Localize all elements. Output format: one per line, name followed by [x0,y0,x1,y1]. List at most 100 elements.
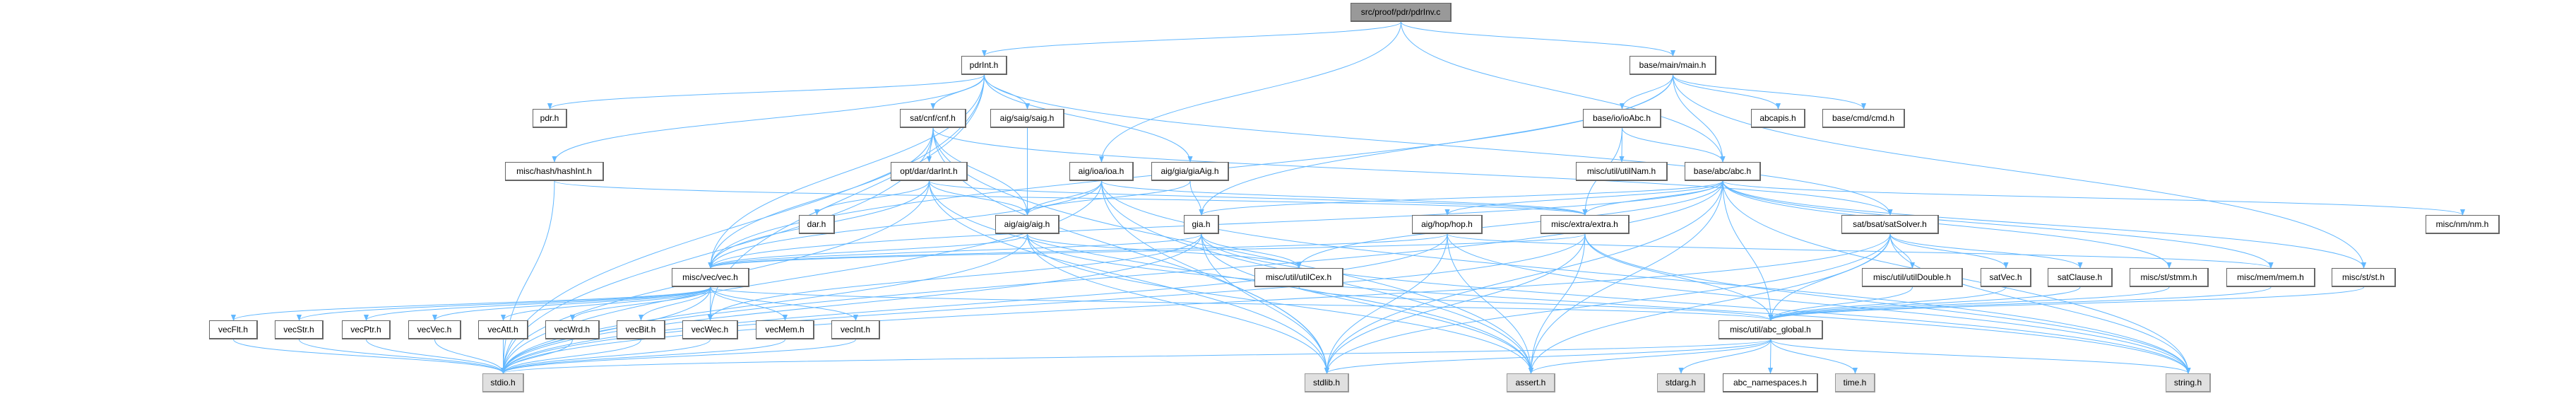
node-saig[interactable]: aig/saig/saig.h [990,109,1064,128]
edge-vec-to-vecAtt [501,286,711,321]
edge-vecInt-to-stdio [501,339,856,374]
edge-gia-to-stdio [500,233,1202,374]
edge-abc-to-assert [1528,180,1723,374]
edge-abc-to-stmm [1722,180,2172,269]
edge-giaAig-to-aig [1024,180,1191,216]
node-stdarg[interactable]: stdarg.h [1657,373,1705,392]
node-stmm[interactable]: misc/st/stmm.h [2130,268,2209,287]
node-vecptr[interactable]: vecPtr.h [342,320,391,339]
edge-satSolver-to-string [1889,233,2191,374]
edge-pdrInt-to-pdr [547,74,985,110]
edge-abc-to-extra [1582,180,1723,216]
edge-main-to-ioAbc [1619,74,1673,110]
edge-darInt-to-aig [929,180,1031,216]
node-ioa[interactable]: aig/ioa/ioa.h [1069,162,1134,181]
node-vecbit[interactable]: vecBit.h [617,320,665,339]
node-cmd[interactable]: base/cmd/cmd.h [1822,109,1905,128]
node-main[interactable]: base/main/main.h [1630,56,1716,75]
edge-abc-to-st [1722,180,2366,269]
edge-cnf-to-assert [932,127,1534,374]
node-gia[interactable]: gia.h [1184,215,1219,234]
edge-vec-to-vecWrd [569,286,711,321]
edge-abc-to-abc_global [1722,180,1774,321]
node-utilcex[interactable]: misc/util/utilCex.h [1254,268,1343,287]
node-vecwrd[interactable]: vecWrd.h [545,320,600,339]
edge-main-to-cmd [1673,74,1867,110]
node-ioabc[interactable]: base/io/ioAbc.h [1583,109,1661,128]
edge-main-to-st [1673,74,2367,269]
node-root[interactable]: src/proof/pdr/pdrInv.c [1351,3,1452,22]
edge-abc_global-to-stdarg [1678,339,1771,374]
node-darint[interactable]: opt/dar/darInt.h [891,162,968,181]
edge-satClause-to-abc_global [1768,286,2081,321]
edge-giaAig-to-gia [1189,180,1204,216]
edge-ioa-to-stdlib [1101,180,1330,374]
edge-pdrInt-to-vec [708,74,985,269]
node-satclause[interactable]: satClause.h [2048,268,2113,287]
node-string[interactable]: string.h [2166,373,2211,392]
node-stdlib[interactable]: stdlib.h [1305,373,1349,392]
node-abc-global[interactable]: misc/util/abc_global.h [1719,320,1823,339]
edge-abc-to-utilCex [1296,180,1723,269]
edge-vec-to-abc_global [710,286,1774,321]
node-vecvec[interactable]: vecVec.h [408,320,461,339]
node-satvec[interactable]: satVec.h [1981,268,2031,287]
node-vecatt[interactable]: vecAtt.h [478,320,528,339]
node-nm[interactable]: misc/nm/nm.h [2426,215,2500,234]
node-vecwec[interactable]: vecWec.h [682,320,738,339]
edge-vecWec-to-stdio [500,339,711,374]
node-extra[interactable]: misc/extra/extra.h [1541,215,1630,234]
node-assert[interactable]: assert.h [1507,373,1555,392]
edge-satSolver-to-utilDouble [1889,233,1916,269]
edge-abc_global-to-time [1770,339,1858,374]
node-aig[interactable]: aig/aig/aig.h [995,215,1060,234]
node-time[interactable]: time.h [1835,373,1875,392]
node-mem[interactable]: misc/mem/mem.h [2226,268,2315,287]
node-abcapis[interactable]: abcapis.h [1751,109,1805,128]
edge-abc_global-to-string [1770,339,2191,374]
edge-darInt-to-stdlib [929,180,1330,374]
edge-abc-to-stdlib [1324,180,1723,374]
edge-vecMem-to-stdio [501,339,785,374]
edge-hop-to-string [1447,233,2191,374]
node-stdio[interactable]: stdio.h [482,373,524,392]
node-vec[interactable]: misc/vec/vec.h [672,268,749,287]
edge-utilDouble-to-abc_global [1768,286,1913,321]
node-utilnam[interactable]: misc/util/utilNam.h [1576,162,1668,181]
node-vecflt[interactable]: vecFlt.h [209,320,258,339]
edge-root-to-main [1401,21,1675,57]
edge-extra-to-stdlib [1324,233,1586,374]
edge-vecPtr-to-stdio [366,339,506,374]
edge-vec-to-vecVec [432,286,711,321]
node-abc-namespaces[interactable]: abc_namespaces.h [1723,373,1818,392]
node-dar[interactable]: dar.h [799,215,835,234]
edge-hop-to-vec [708,233,1448,269]
edge-utilCex-to-abc_global [1298,286,1774,321]
node-vecstr[interactable]: vecStr.h [275,320,324,339]
node-hashint[interactable]: misc/hash/hashInt.h [505,162,604,181]
node-utildouble[interactable]: misc/util/utilDouble.h [1862,268,1963,287]
edge-ioAbc-to-abc [1622,127,1726,163]
edge-hop-to-assert [1447,233,1534,374]
node-pdrint[interactable]: pdrInt.h [961,56,1007,75]
edge-aig-to-stdio [500,233,1028,374]
node-satsolver[interactable]: sat/bsat/satSolver.h [1841,215,1939,234]
node-vecmem[interactable]: vecMem.h [756,320,814,339]
node-abc[interactable]: base/abc/abc.h [1685,162,1761,181]
edge-vec-to-vecMem [710,286,788,321]
node-hop[interactable]: aig/hop/hop.h [1412,215,1483,234]
edge-vecFlt-to-stdio [233,339,506,374]
node-cnf[interactable]: sat/cnf/cnf.h [900,109,966,128]
node-vecint[interactable]: vecInt.h [831,320,880,339]
edge-vec-to-stdio [500,286,711,374]
edge-aig-to-assert [1027,233,1534,374]
edge-root-to-abc [1401,21,1726,163]
edge-aig-to-stdlib [1027,233,1330,374]
edge-gia-to-string [1201,233,2191,374]
node-giaaig[interactable]: aig/gia/giaAig.h [1151,162,1229,181]
edge-gia-to-assert [1201,233,1534,374]
node-st[interactable]: misc/st/st.h [2332,268,2396,287]
edge-abc-to-nm [1722,180,2465,216]
node-pdr[interactable]: pdr.h [533,109,567,128]
